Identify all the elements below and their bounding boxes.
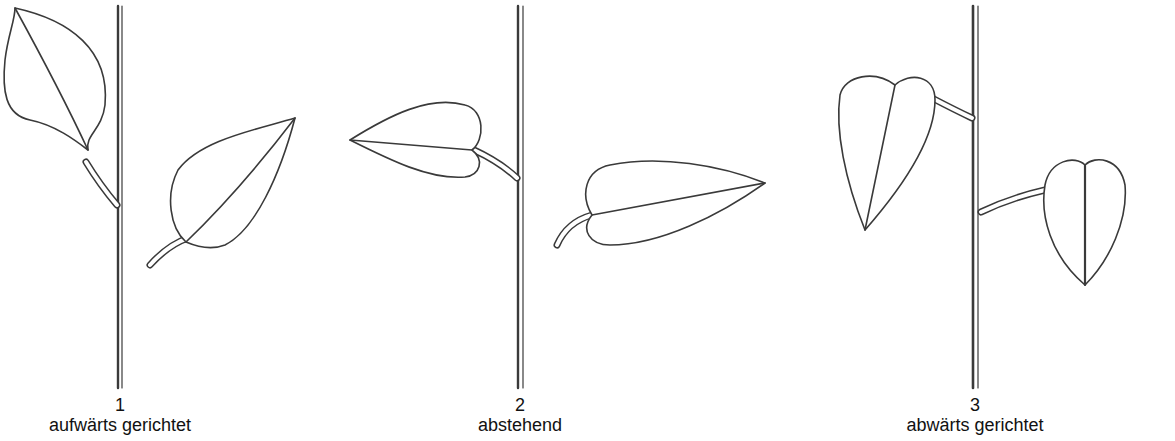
leaf-midrib xyxy=(1084,165,1086,285)
leaf xyxy=(171,118,295,248)
leaf-midrib xyxy=(865,85,895,230)
leaf-midrib xyxy=(15,8,88,150)
figure-number: 1 xyxy=(115,395,125,415)
figure-caption: abstehend xyxy=(478,415,562,435)
leaf xyxy=(839,76,935,230)
leaf-midrib xyxy=(350,140,472,150)
stem xyxy=(977,6,978,388)
leaf-midrib xyxy=(186,118,295,242)
figure-caption: abwärts gerichtet xyxy=(906,415,1043,435)
leaf xyxy=(350,102,481,177)
stem xyxy=(117,6,119,388)
leaf-midrib xyxy=(592,183,765,215)
stem xyxy=(972,6,975,388)
leaf xyxy=(4,8,105,150)
stem xyxy=(522,6,523,388)
leaf xyxy=(586,161,765,245)
figure-number: 3 xyxy=(970,395,980,415)
stem xyxy=(121,6,122,388)
stem xyxy=(517,6,519,388)
leaf xyxy=(1044,160,1126,285)
figure-caption: aufwärts gerichtet xyxy=(49,415,191,435)
figure-number: 2 xyxy=(515,395,525,415)
